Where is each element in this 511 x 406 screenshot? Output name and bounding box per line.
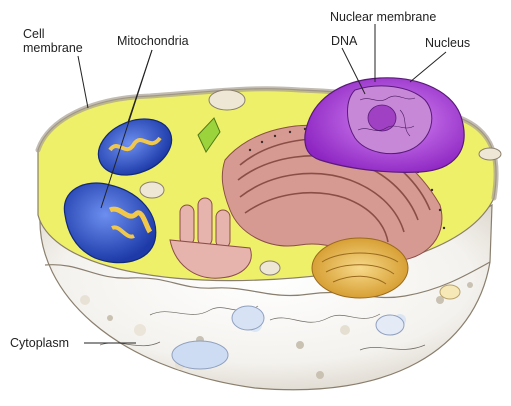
label-mitochondria: Mitochondria [117,34,189,48]
leader-cell-membrane [78,56,88,108]
leader-nucleus [410,52,446,82]
label-cell-membrane-line2: membrane [23,41,83,55]
vesicle [172,341,228,369]
label-nucleus: Nucleus [425,36,470,50]
vesicle [376,315,404,335]
label-cell-membrane-line1: Cell [23,27,45,41]
nucleolus [368,105,396,131]
label-cytoplasm: Cytoplasm [10,336,69,350]
vesicle [232,306,264,330]
vesicle [440,285,460,299]
label-nuclear-membrane: Nuclear membrane [330,10,436,24]
golgi-apparatus [312,238,408,298]
label-dna: DNA [331,34,358,48]
